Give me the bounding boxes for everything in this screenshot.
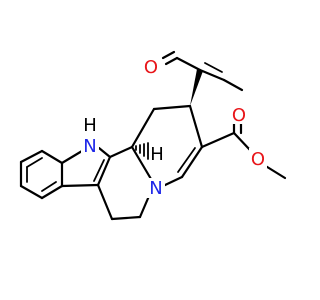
bond-aldehyde-co-1 [164,56,179,66]
bond-vinyl-ch [198,68,226,82]
bond-cester-cvinyl [180,145,204,179]
bond-pyrrole-c7a-n [60,149,84,165]
bond-pyrrole-n-c2 [97,146,112,159]
bond-benzene-1 [19,149,44,164]
ring-nitrogen-atom: N [147,178,165,199]
bond-cstereo-ch2 [130,107,156,149]
structure-canvas: O O O H N N H [19,50,287,221]
stereo-hydrogen-atom: H [149,144,165,165]
bond-pyrrole-c2-c3-inner [93,159,105,182]
bond-benzene-4 [40,184,64,200]
bond-ch2-cside [152,104,192,111]
hashed-bond-to-h [135,142,149,160]
indole-nitrogen-label: N [83,136,96,157]
bond-n-cstereo [130,145,153,181]
aldehyde-oxygen-label: O [144,57,158,78]
bond-cester-cvinyl-inner [177,147,196,173]
carbonyl-oxygen-label: O [232,105,246,126]
indole-nh-atom: H N [81,115,99,157]
stereo-hydrogen-label: H [150,144,164,165]
bond-layer [19,50,287,221]
bond-pyrrole-c3-c3a [60,183,100,188]
bond-benzene-inner-b [41,181,57,192]
bond-vinyl-cho [175,56,202,72]
wedge-bond-side-chain [190,69,203,106]
bond-cester-ccarbonyl [200,131,236,149]
bond-ethylene-n [138,194,151,219]
ether-oxygen-atom: O [249,148,267,170]
indole-hydrogen-label: H [83,115,97,136]
bond-ch-ch3 [222,78,244,92]
bond-cstereo-c2 [108,145,134,159]
bond-ccarbonyl-oether [232,131,252,152]
bond-oether-ch3 [262,163,287,180]
bond-ethylene [110,215,142,221]
bond-benzene-2 [40,149,64,165]
ring-nitrogen-label: N [149,178,162,199]
bond-pyrrole-c2-c3 [96,155,112,187]
bond-c3-c-ethylene-1 [96,183,114,221]
bond-benzene-5 [19,184,44,200]
bond-vinyl-ch-inner [204,62,223,73]
carbonyl-oxygen-atom: O [230,104,248,126]
bond-cvinyl-n [161,175,184,188]
bond-benzene-inner-a [26,157,43,168]
ether-oxygen-label: O [251,149,265,170]
bond-aldehyde-co-2 [161,50,176,60]
bond-cside-cester [188,104,204,149]
aldehyde-oxygen-atom: O [142,56,160,78]
atom-layer: O O O H N N H [81,56,267,199]
